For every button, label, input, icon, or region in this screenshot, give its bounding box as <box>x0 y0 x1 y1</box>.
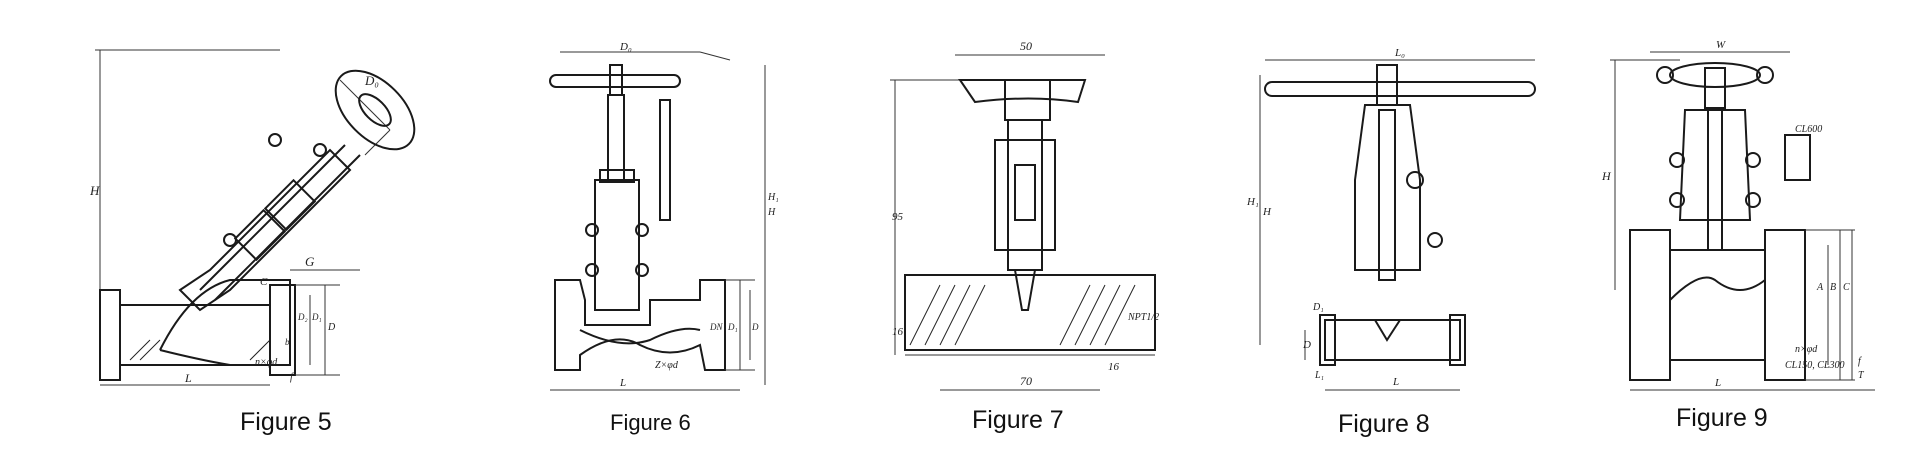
dim-holes: n×φd <box>1795 344 1818 355</box>
dim-height: 95 <box>892 211 904 223</box>
dim-bottom: 70 <box>1020 374 1032 388</box>
dim-cl150: CL150, CL300 <box>1785 360 1844 371</box>
dim-D0: D₀ <box>619 41 632 53</box>
dim-left16: 16 <box>892 326 904 338</box>
figure-7-drawing: 50 95 70 16 16 NPT1/2 <box>890 39 1159 391</box>
figure-5-caption: Figure 5 <box>240 408 332 436</box>
dim-D1: D₁ <box>311 312 322 322</box>
figure-7-panel: 50 95 70 16 16 NPT1/2 Figure 7 <box>880 0 1220 454</box>
dim-A: A <box>1816 282 1824 293</box>
dim-D1: D₁ <box>727 322 738 332</box>
dim-D0: D₀ <box>364 73 379 88</box>
figure-8-drawing: L₀ H₁ H D D₁ L₁ L <box>1246 47 1536 391</box>
dim-H1: H₁ <box>767 192 779 203</box>
figure-9-panel: W H CL600 CL150, CL300 n×φd A B C T f L … <box>1590 0 1920 454</box>
dim-holes: n×φd <box>255 357 278 368</box>
figure-8-panel: L₀ H₁ H D D₁ L₁ L Figure 8 <box>1245 0 1575 454</box>
dim-C: C <box>1843 282 1850 293</box>
dim-right16: 16 <box>1108 361 1120 373</box>
dim-L0: L₀ <box>1394 47 1405 59</box>
dim-C: C <box>260 276 268 288</box>
dim-H: H <box>1262 206 1272 218</box>
dim-W: W <box>1716 39 1726 51</box>
figure-7-caption: Figure 7 <box>972 406 1064 434</box>
figure-9-drawing: W H CL600 CL150, CL300 n×φd A B C T f L <box>1601 39 1875 391</box>
dim-B: B <box>1830 282 1836 293</box>
dim-f: f <box>1858 356 1862 367</box>
dim-D: D <box>327 322 336 333</box>
dim-L: L <box>1714 377 1721 389</box>
dim-D1: D₁ <box>1312 302 1324 313</box>
figure-8-caption: Figure 8 <box>1338 410 1430 438</box>
figure-5-drawing: H D₀ G C L n×φd f D D₁ D₂ b <box>90 49 416 386</box>
figure-9-caption: Figure 9 <box>1676 404 1768 432</box>
dim-L: L <box>619 377 626 389</box>
dim-H: H <box>90 183 100 198</box>
dim-D2: D₂ <box>297 312 308 322</box>
figure-6-panel: D₀ H₁ H L Z×φd DN D₁ D Figure 6 <box>540 0 870 454</box>
dim-top: 50 <box>1020 39 1032 53</box>
dim-H: H <box>767 207 776 218</box>
dim-T: T <box>1858 370 1865 381</box>
dim-thread: NPT1/2 <box>1127 312 1159 323</box>
dim-L1: L₁ <box>1314 370 1324 381</box>
dim-cl600: CL600 <box>1795 124 1822 135</box>
dim-L: L <box>1392 376 1399 388</box>
dim-H1: H₁ <box>1246 196 1259 208</box>
figure-5-panel: H D₀ G C L n×φd f D D₁ D₂ b Figure 5 <box>90 0 430 454</box>
figure-6-drawing: D₀ H₁ H L Z×φd DN D₁ D <box>549 41 779 391</box>
dim-D: D <box>1302 339 1311 351</box>
dim-DN: DN <box>709 322 723 332</box>
dim-H: H <box>1601 169 1612 183</box>
dim-D: D <box>751 322 759 332</box>
dim-G: G <box>305 254 315 269</box>
dim-f: f <box>290 372 294 383</box>
dim-holes: Z×φd <box>655 360 679 371</box>
figure-6-caption: Figure 6 <box>610 410 691 435</box>
dim-L: L <box>184 371 192 385</box>
dim-b: b <box>285 337 290 347</box>
